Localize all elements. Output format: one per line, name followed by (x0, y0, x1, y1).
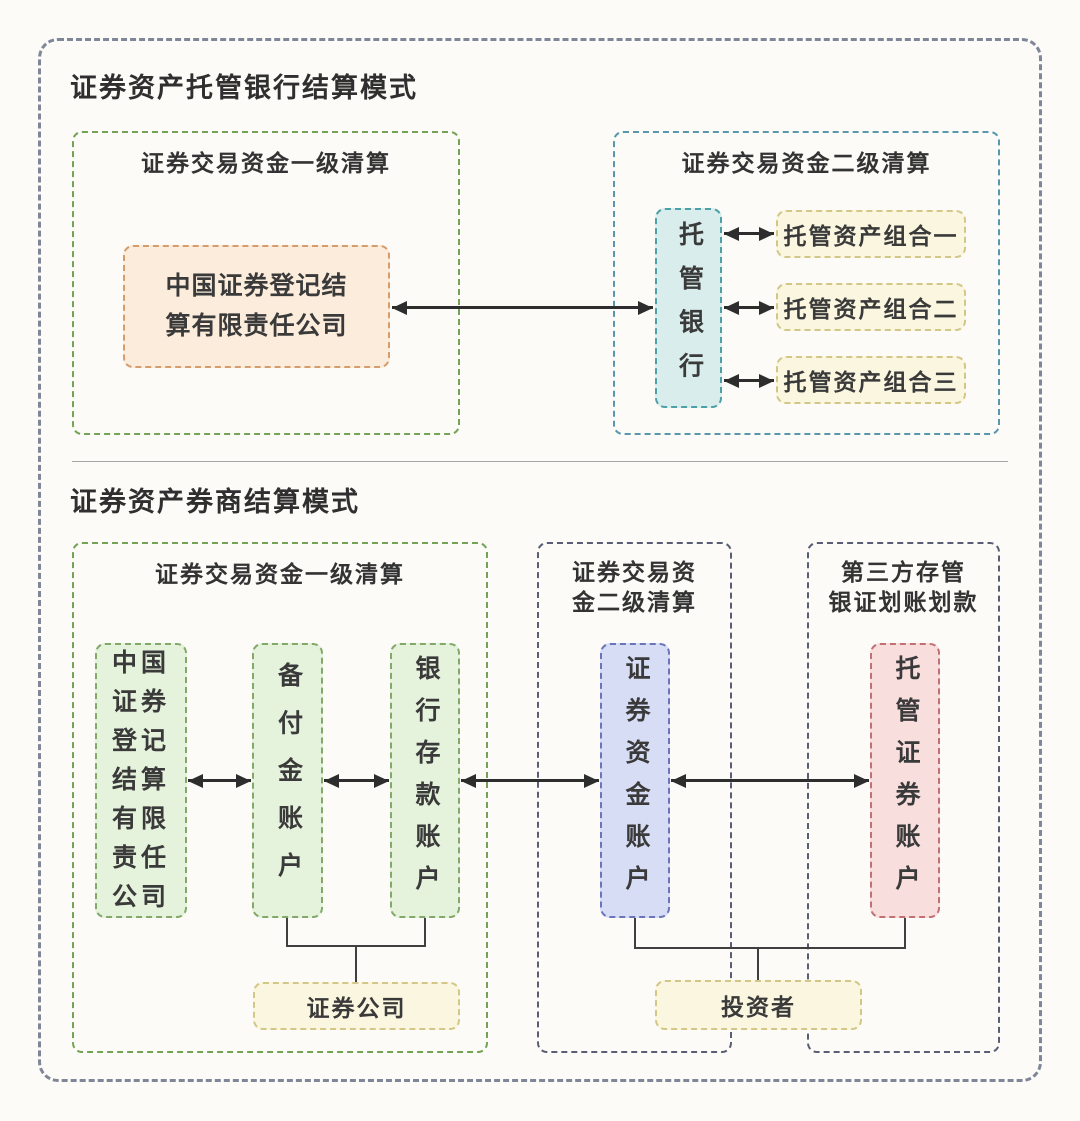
csdc-box-broker-mode: 中国 证券 登记 结算 有限 责任 公司 (95, 643, 187, 918)
label-line: 证券交易资 (572, 560, 697, 585)
third-party-depository-label: 第三方存管 银证划账划款 (809, 558, 998, 618)
custodian-secondary-clearing-container: 证券交易资金二级清算 (613, 131, 1000, 435)
custody-securities-account-box: 托管证券账户 (870, 643, 940, 918)
outer-dashed-frame (38, 38, 1042, 1082)
double-arrow-reserve-deposit (324, 779, 389, 782)
label-line: 金二级清算 (572, 590, 697, 615)
custodian-bank-box: 托管银行 (655, 208, 722, 408)
double-arrow-bank-portfolio-3 (724, 379, 774, 382)
label-line: 第三方存管 (841, 560, 966, 585)
connector-line (286, 945, 426, 947)
custodian-section-title: 证券资产托管银行结算模式 (70, 73, 418, 103)
csdc-line-1: 中国证券登记结 (165, 272, 348, 300)
broker-section-title: 证券资产券商结算模式 (70, 487, 360, 517)
csdc-grid-line: 公司 (111, 884, 170, 911)
double-arrow-deposit-fund-account (461, 779, 599, 782)
portfolio-box-3: 托管资产组合三 (776, 356, 966, 404)
double-arrow-bank-portfolio-2 (724, 306, 774, 309)
connector-line (634, 918, 636, 949)
connector-line (355, 947, 357, 982)
connector-line (286, 918, 288, 947)
csdc-box-custodian-mode: 中国证券登记结 算有限责任公司 (123, 245, 390, 368)
double-arrow-csdc-reserve (188, 779, 251, 782)
securities-fund-account-box: 证券资金账户 (600, 643, 670, 918)
csdc-line-2: 算有限责任公司 (165, 312, 348, 340)
broker-primary-clearing-label: 证券交易资金一级清算 (155, 562, 405, 587)
bank-deposit-account-box: 银行存款账户 (390, 643, 460, 918)
csdc-grid-line: 登记 (111, 728, 170, 755)
connector-line (904, 918, 906, 949)
csdc-grid-line: 责任 (111, 845, 170, 872)
third-party-depository-container: 第三方存管 银证划账划款 (807, 542, 1000, 1053)
connector-line (634, 947, 906, 949)
double-arrow-csdc-custodian-bank (392, 306, 653, 309)
label-line: 银证划账划款 (828, 590, 979, 615)
broker-secondary-clearing-container: 证券交易资 金二级清算 (537, 542, 732, 1053)
csdc-grid-line: 证券 (111, 689, 170, 716)
securities-company-box: 证券公司 (253, 982, 460, 1030)
custodian-secondary-clearing-label: 证券交易资金二级清算 (681, 151, 932, 176)
broker-primary-clearing-container: 证券交易资金一级清算 (72, 542, 488, 1053)
csdc-grid-line: 中国 (111, 650, 170, 677)
csdc-grid-line: 结算 (111, 767, 170, 794)
investor-box: 投资者 (655, 980, 862, 1030)
double-arrow-fund-custody-account (671, 779, 869, 782)
double-arrow-bank-portfolio-1 (724, 232, 774, 235)
reserve-account-box: 备付金账户 (252, 643, 323, 918)
csdc-grid-line: 有限 (111, 806, 170, 833)
connector-line (757, 949, 759, 980)
custodian-primary-clearing-container: 证券交易资金一级清算 (72, 131, 460, 435)
portfolio-box-1: 托管资产组合一 (776, 210, 966, 258)
custodian-primary-clearing-label: 证券交易资金一级清算 (141, 151, 391, 176)
broker-secondary-clearing-label: 证券交易资 金二级清算 (539, 558, 730, 618)
connector-line (424, 918, 426, 947)
portfolio-box-2: 托管资产组合二 (776, 283, 966, 331)
section-divider (72, 461, 1008, 462)
